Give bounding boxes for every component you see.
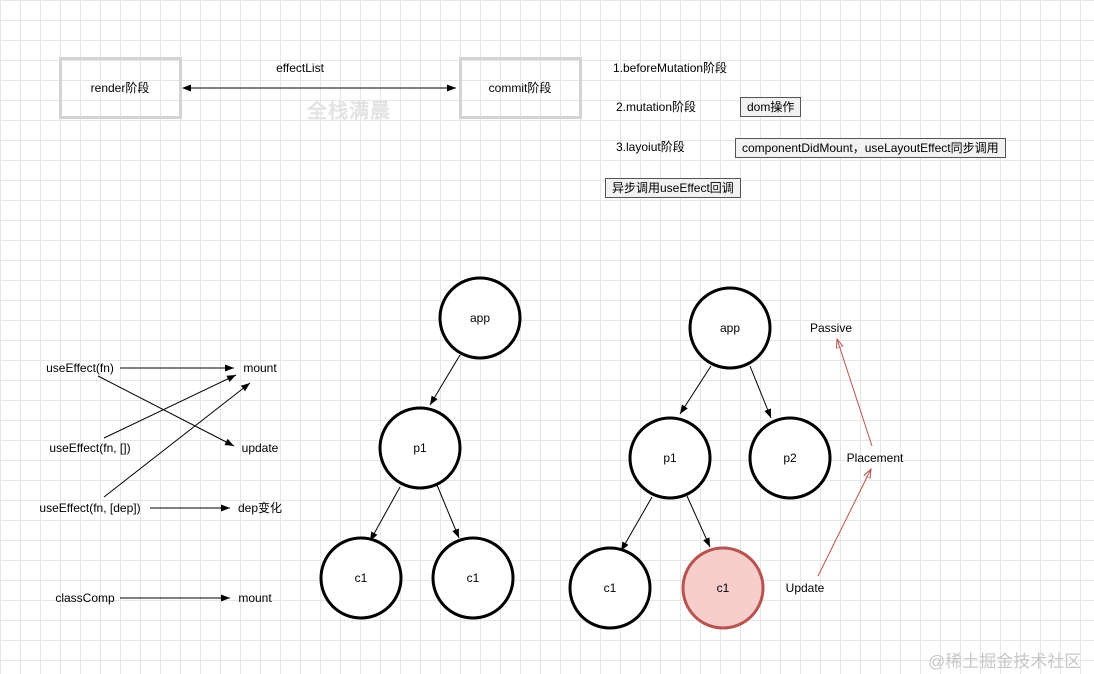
node-a-c1b-label: c1 [466,571,480,585]
effect-left-classcomp: classComp [55,591,115,605]
node-b-p2 [748,416,832,500]
edge-b-p1-c1b [686,495,711,548]
layout-note: componentDidMount，useLayoutEffect同步调用 [735,138,1006,158]
mutation-note: dom操作 [740,97,802,117]
edge-b-p1-c1a [620,496,653,552]
effect-left-useeffect-dep: useEffect(fn, [dep]) [39,501,141,515]
node-b-app [688,286,772,370]
edge-b-app-p1 [679,365,712,415]
edge-a-p1-c1b [436,484,460,539]
render-stage-label: render阶段 [90,81,150,95]
node-b-c1a [568,546,652,630]
async-note: 异步调用useEffect回调 [605,178,741,198]
center-watermark: 全栈满晨 [307,100,391,123]
node-a-c1b [431,536,515,620]
edge-b-app-p2 [749,365,772,419]
effect-right-dep-change: dep变化 [237,501,283,515]
node-b-p1-label: p1 [663,451,677,465]
node-b-p2-label: p2 [783,451,797,465]
arrow-useeffect-dep-to-mount [103,382,251,498]
node-b-c1a-label: c1 [603,581,617,595]
node-b-app-label: app [719,321,741,335]
node-a-app [438,276,522,360]
arrow-placement-to-passive [837,339,873,447]
phase-layout: 3.layoiut阶段 [616,140,685,154]
commit-stage-label: commit阶段 [488,81,552,95]
effect-right-mount: mount [243,361,277,375]
effect-right-update: update [241,441,279,455]
phase-before-mutation: 1.beforeMutation阶段 [613,61,728,75]
render-stage-box [59,57,182,119]
node-b-c1b-highlighted [681,546,765,630]
flag-placement: Placement [846,451,904,465]
edge-a-p1-c1a [369,486,401,542]
commit-stage-box [459,57,582,119]
arrow-useeffect-fn-to-update [97,375,235,447]
effect-left-useeffect-empty: useEffect(fn, []) [49,441,131,455]
footer-watermark: @稀土掘金技术社区 [928,652,1082,671]
flag-passive: Passive [809,321,853,335]
effect-list-label: effectList [276,61,324,75]
node-b-c1b-label: c1 [716,581,730,595]
flag-update: Update [785,581,825,595]
edge-a-app-p1 [429,354,461,406]
node-a-c1a [319,536,403,620]
arrow-update-to-placement [817,469,871,577]
node-a-p1-label: p1 [413,441,427,455]
effect-right-mount-class: mount [238,591,272,605]
node-a-p1 [378,406,462,490]
node-a-app-label: app [469,311,491,325]
phase-mutation: 2.mutation阶段 [616,100,697,114]
node-b-p1 [628,416,712,500]
arrow-useeffect-empty-to-mount [103,374,237,439]
node-a-c1a-label: c1 [354,571,368,585]
effect-left-useeffect-fn: useEffect(fn) [46,361,114,375]
